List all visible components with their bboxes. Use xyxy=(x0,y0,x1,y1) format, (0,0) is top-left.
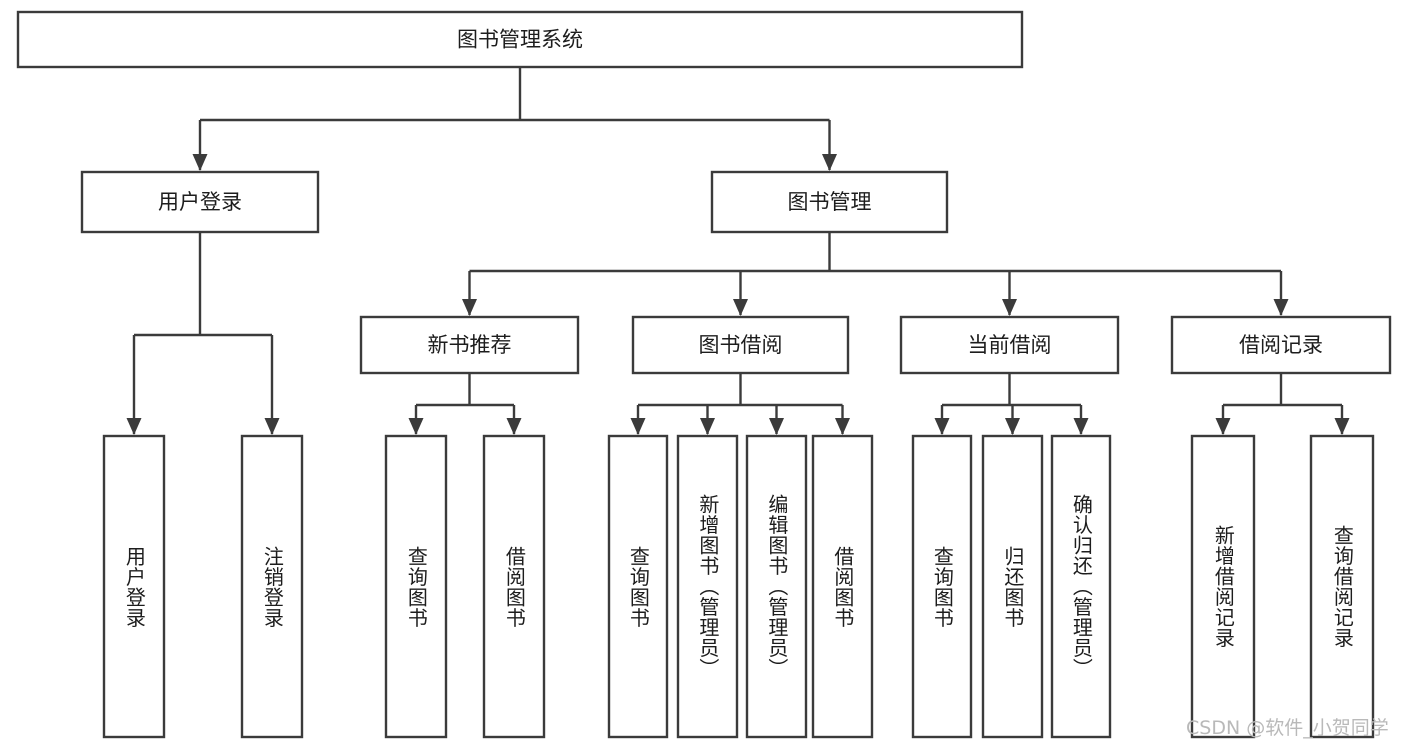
node-box-current-borrow[interactable] xyxy=(899,315,1120,375)
arrow-head-level3-3 xyxy=(1273,299,1289,316)
node-box-leaf-user-logout[interactable] xyxy=(240,434,304,739)
arrow-head-book-borrow-1 xyxy=(700,418,715,435)
node-box-user-login[interactable] xyxy=(80,170,320,234)
node-box-root[interactable] xyxy=(16,10,1024,69)
node-label-new-book-recommend: 新书推荐 xyxy=(428,333,512,357)
csdn-watermark: CSDN @软件_小贺同学 xyxy=(1186,717,1389,739)
arrow-head-new-book-recommend-0 xyxy=(408,418,424,435)
node-box-leaf-confirm-return-admin[interactable] xyxy=(1050,434,1112,739)
arrow-head-current-borrow-2 xyxy=(1073,418,1089,435)
arrow-head-user-leaf-0 xyxy=(126,418,142,435)
arrow-head-new-book-recommend-1 xyxy=(506,418,522,435)
node-box-leaf-return-book[interactable] xyxy=(981,434,1044,739)
arrow-head-level2-0 xyxy=(192,154,208,171)
node-box-new-book-recommend[interactable] xyxy=(359,315,580,375)
node-label-borrow-record: 借阅记录 xyxy=(1239,333,1323,357)
node-box-leaf-borrow-book-recommend[interactable] xyxy=(482,434,546,739)
arrow-head-borrow-record-1 xyxy=(1334,418,1350,435)
node-box-leaf-add-book-admin[interactable] xyxy=(676,434,739,739)
node-box-leaf-add-borrow-record[interactable] xyxy=(1190,434,1256,739)
node-box-leaf-user-login[interactable] xyxy=(102,434,166,739)
arrow-head-borrow-record-0 xyxy=(1215,418,1231,435)
node-box-leaf-borrow-book[interactable] xyxy=(811,434,874,739)
node-box-leaf-query-book-recommend[interactable] xyxy=(384,434,448,739)
node-box-book-borrow[interactable] xyxy=(631,315,850,375)
node-box-leaf-query-borrow-record[interactable] xyxy=(1309,434,1375,739)
arrow-head-current-borrow-0 xyxy=(934,418,950,435)
node-label-user-login: 用户登录 xyxy=(158,190,242,214)
arrow-head-level2-1 xyxy=(822,154,837,171)
node-label-current-borrow: 当前借阅 xyxy=(968,333,1052,357)
node-box-leaf-query-book-borrow[interactable] xyxy=(607,434,669,739)
arrow-head-book-borrow-3 xyxy=(835,418,850,435)
node-box-leaf-query-book-current[interactable] xyxy=(911,434,973,739)
boxes-layer xyxy=(16,10,1392,739)
arrow-head-level3-1 xyxy=(733,299,748,316)
node-box-borrow-record[interactable] xyxy=(1170,315,1392,375)
arrow-head-user-leaf-1 xyxy=(264,418,280,435)
arrow-head-book-borrow-2 xyxy=(769,418,784,435)
node-label-book-management: 图书管理 xyxy=(788,190,872,214)
arrow-head-level3-2 xyxy=(1002,299,1017,316)
node-label-root: 图书管理系统 xyxy=(457,28,583,52)
node-label-book-borrow: 图书借阅 xyxy=(699,333,783,357)
arrow-head-level3-0 xyxy=(462,299,477,316)
node-box-book-management[interactable] xyxy=(710,170,949,234)
arrow-head-current-borrow-1 xyxy=(1005,418,1020,435)
arrow-head-book-borrow-0 xyxy=(630,418,646,435)
connectors-layer xyxy=(126,67,1350,435)
node-box-leaf-edit-book-admin[interactable] xyxy=(745,434,808,739)
